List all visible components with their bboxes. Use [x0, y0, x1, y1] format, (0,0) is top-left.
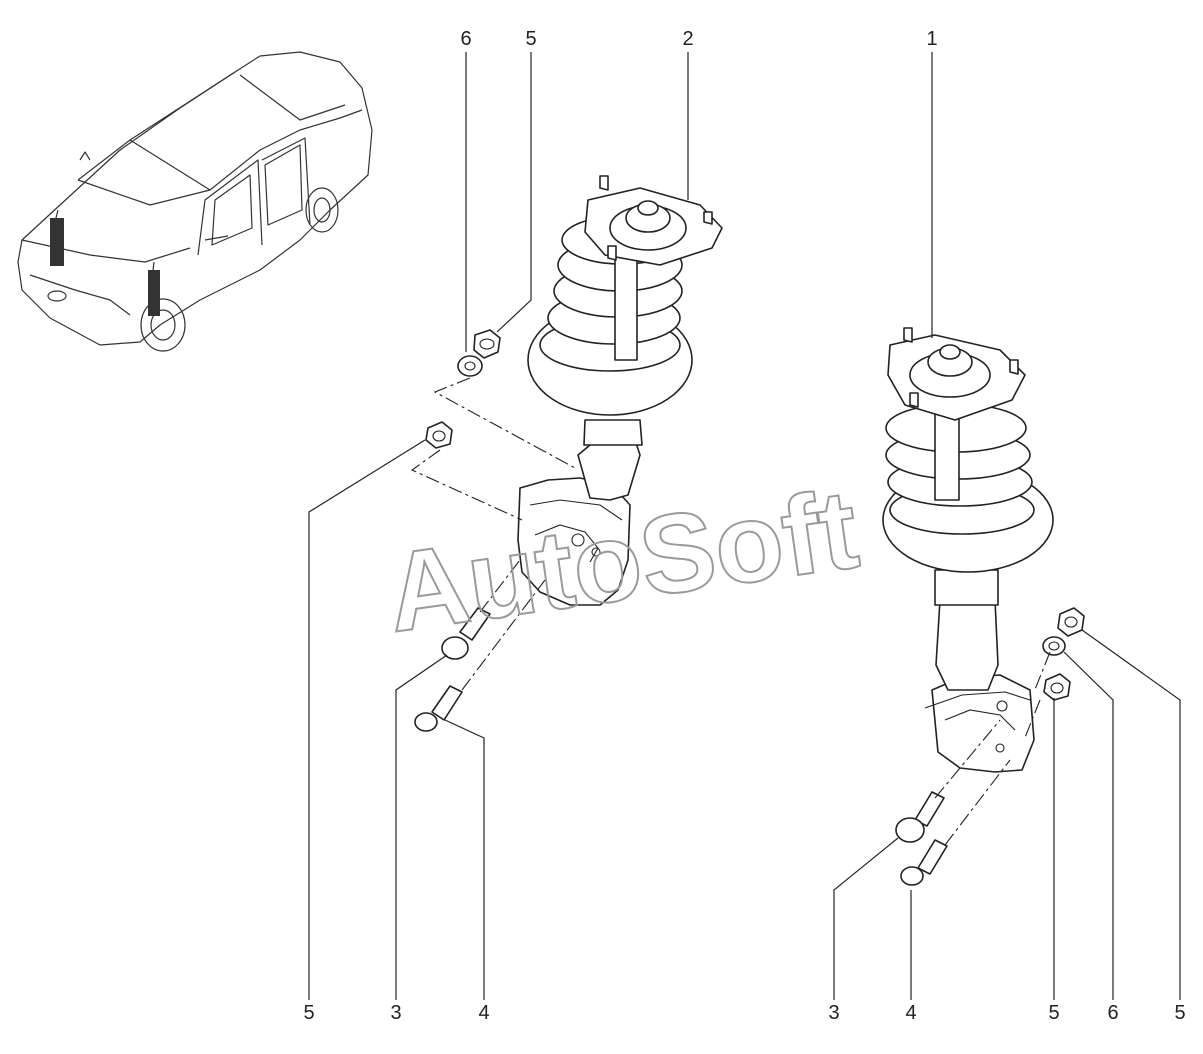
callout-3-left: 3 — [390, 1002, 401, 1024]
callout-1-top: 1 — [926, 28, 937, 50]
car-locator-thumbnail — [17, 51, 373, 352]
callout-6-top: 6 — [460, 28, 471, 50]
callout-5-right-a: 5 — [1048, 1002, 1059, 1024]
callout-6-right: 6 — [1107, 1002, 1118, 1024]
assembly-centerlines — [410, 377, 1051, 846]
callout-4-left: 4 — [478, 1002, 489, 1024]
bolt-right-lower — [900, 839, 948, 886]
front-strut-assembly-left — [517, 175, 723, 606]
nut-left-lower — [425, 421, 453, 449]
nut-right-top — [1057, 607, 1085, 637]
callout-3-right: 3 — [828, 1002, 839, 1024]
bolt-right-upper — [895, 791, 945, 843]
callout-5-top: 5 — [525, 28, 536, 50]
washer-left — [457, 355, 483, 377]
bolt-left-lower — [414, 685, 463, 732]
nut-right-lower — [1043, 673, 1071, 701]
callout-5-left: 5 — [303, 1002, 314, 1024]
callout-4-right: 4 — [905, 1002, 916, 1024]
front-strut-assembly-right — [882, 327, 1054, 773]
nut-left-top — [473, 329, 501, 359]
callout-5-right-b: 5 — [1174, 1002, 1185, 1024]
callout-2-top: 2 — [682, 28, 693, 50]
leader-lines — [308, 52, 1181, 1000]
washer-right — [1042, 636, 1066, 656]
bolt-left-upper — [441, 607, 491, 660]
